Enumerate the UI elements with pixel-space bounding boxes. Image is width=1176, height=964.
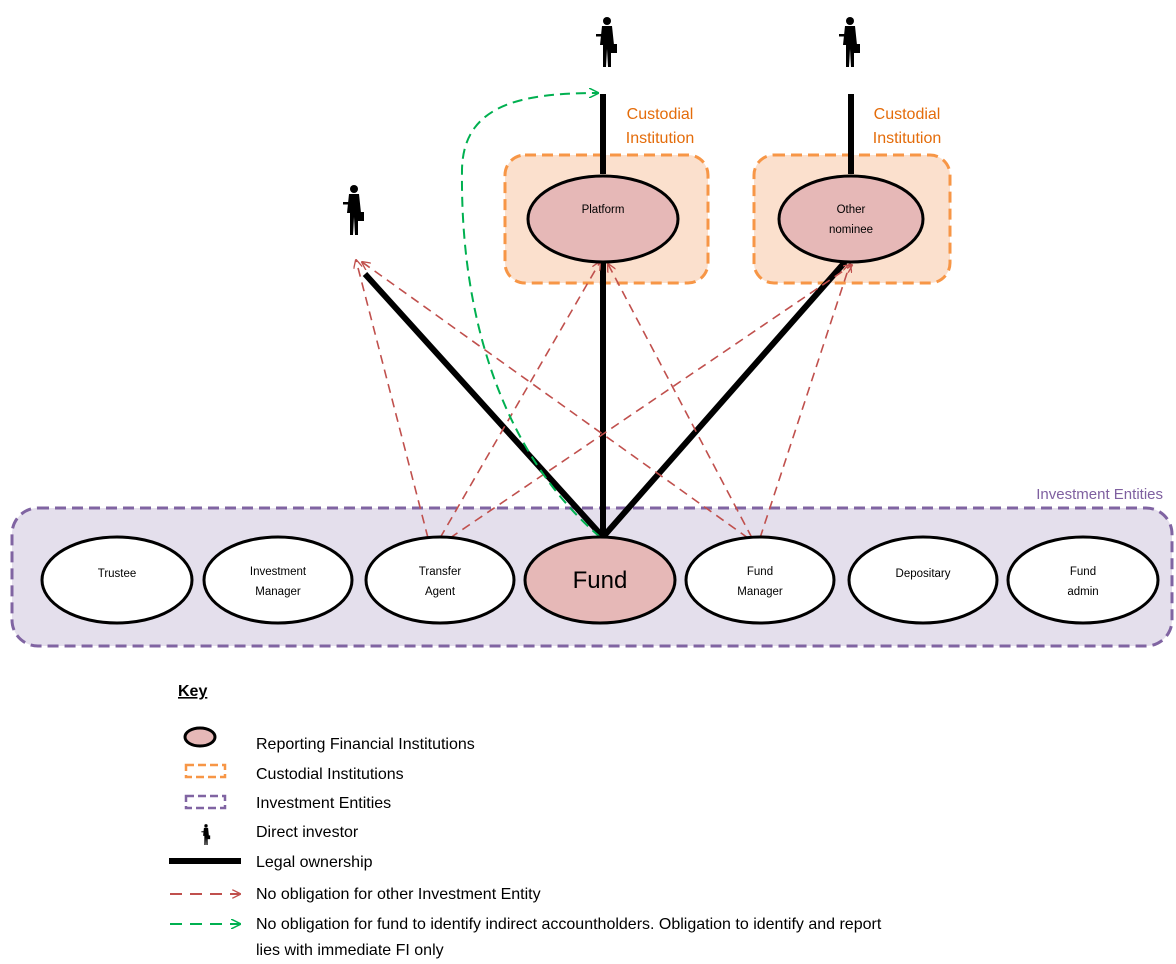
- no-obligation-arrows: [356, 260, 852, 539]
- investment-entities-label: Investment Entities: [1036, 486, 1163, 503]
- depositary-node: [847, 535, 999, 625]
- arrow-transfer-agent-to-investor: [356, 260, 429, 539]
- ownership-fund-to-investor-left: [362, 271, 606, 540]
- key-investment-entities-swatch: [184, 794, 227, 810]
- fund-label: Fund: [573, 567, 628, 594]
- investment-manager-node: [202, 535, 354, 625]
- key-item-indirect: No obligation for fund to identify indir…: [256, 916, 882, 959]
- key-rfi-swatch: [183, 726, 217, 748]
- platform-label: Platform: [582, 204, 625, 216]
- ownership-fund-to-other-nominee: [600, 260, 848, 539]
- investor-icon-platform: [596, 17, 617, 67]
- investor-icon-nominee: [839, 17, 860, 67]
- platform-node: [526, 174, 680, 264]
- key-legend: Key Reporting Financial Institutions Cus…: [169, 683, 882, 959]
- transfer-agent-node: [364, 535, 516, 625]
- fund-manager-node: [684, 535, 836, 625]
- key-item-direct-investor: Direct investor: [256, 824, 359, 841]
- key-item-custodial: Custodial Institutions: [256, 766, 404, 783]
- key-item-investment-entities: Investment Entities: [256, 795, 391, 812]
- key-item-legal-ownership: Legal ownership: [256, 854, 373, 871]
- key-item-rfi: Reporting Financial Institutions: [256, 736, 475, 753]
- fund-admin-node: [1006, 535, 1160, 625]
- arrow-transfer-agent-to-platform: [439, 262, 600, 539]
- trustee-label: Trustee: [98, 568, 137, 580]
- arrow-transfer-agent-to-nominee: [449, 265, 852, 539]
- key-custodial-swatch: [184, 763, 227, 779]
- arrow-fund-manager-to-platform: [608, 264, 753, 539]
- arrow-fund-manager-to-nominee: [759, 264, 850, 539]
- indirect-accountholder-arrow: [460, 93, 601, 538]
- key-item-no-obligation: No obligation for other Investment Entit…: [256, 886, 541, 903]
- arrow-fund-manager-to-investor: [362, 262, 749, 539]
- fund-node: [523, 535, 677, 625]
- key-investor-icon: [201, 824, 211, 845]
- investor-icon-left: [343, 185, 364, 235]
- depositary-label: Depositary: [896, 568, 951, 580]
- trustee-node: [40, 535, 194, 625]
- legal-ownership-lines: [362, 94, 854, 540]
- key-title: Key: [178, 683, 207, 700]
- other-nominee-node: [777, 174, 925, 264]
